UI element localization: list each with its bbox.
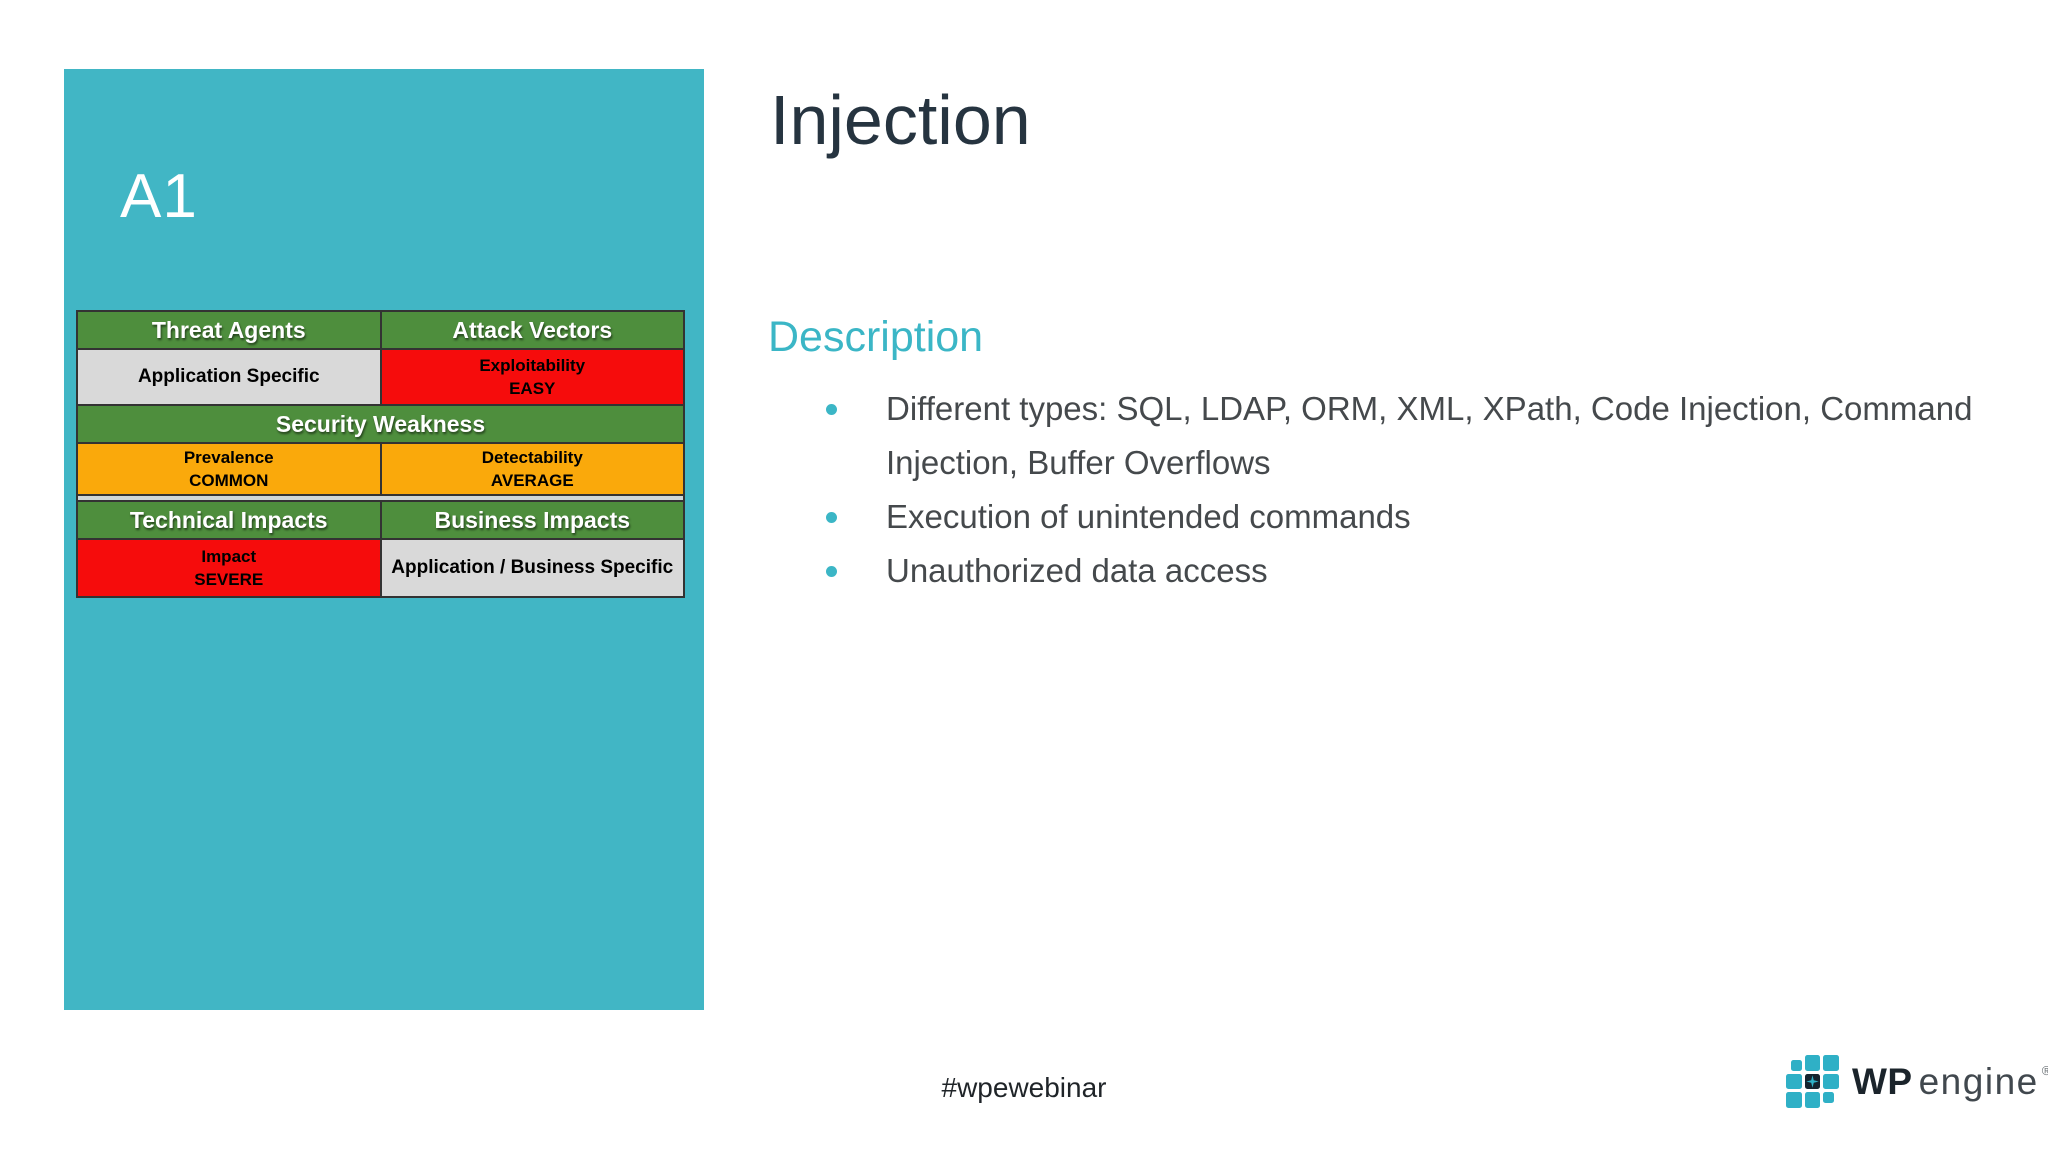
risk-cell-impact: Impact SEVERE [78,540,380,596]
registered-trademark-icon: ® [2041,1063,2048,1078]
bullet-icon [826,566,837,577]
bullet-text: Execution of unintended commands [886,498,1411,535]
bullet-text: Unauthorized data access [886,552,1268,589]
grid-tile [1823,1073,1839,1090]
detectability-value: AVERAGE [490,471,574,490]
left-accent-panel: A1 Threat Agents Attack Vectors Applicat… [64,69,704,1010]
risk-cell-exploitability: Exploitability EASY [381,350,683,404]
list-item: Unauthorized data access [826,544,1996,598]
owasp-risk-matrix: Threat Agents Attack Vectors Application… [76,310,685,598]
impact-label: Impact [201,547,257,566]
risk-cell-detectability: Detectability AVERAGE [381,444,683,494]
wpengine-wordmark: WP engine ® [1852,1063,2048,1100]
risk-span-header-row: Security Weakness [78,406,683,442]
logo-wp-text: WP [1852,1061,1913,1102]
prevalence-label: Prevalence [183,448,274,467]
grid-tile [1823,1055,1839,1071]
cursor-star-icon [1806,1075,1819,1088]
owasp-rank-badge: A1 [120,162,198,231]
wpengine-logo: WP engine ® [1786,1055,2048,1108]
webinar-hashtag: #wpewebinar [941,1072,1107,1103]
risk-table-section-divider [78,496,683,500]
risk-row-impact-business: Impact SEVERE Application / Business Spe… [78,540,683,596]
risk-row-prevalence-detectability: Prevalence COMMON Detectability AVERAGE [78,444,683,494]
wpengine-grid-icon [1786,1055,1839,1108]
exploitability-label: Exploitability [479,356,586,375]
risk-col-header-attack-vectors: Attack Vectors [381,312,683,348]
list-item: Execution of unintended commands [826,490,1996,544]
risk-col-header-threat-agents: Threat Agents [78,312,380,348]
page-title: Injection [770,81,1031,159]
risk-row-agents-exploitability: Application Specific Exploitability EASY [78,350,683,404]
prevalence-value: COMMON [189,471,269,490]
detectability-label: Detectability [481,448,583,467]
grid-center-tile [1804,1073,1821,1090]
risk-cell-threat-agents: Application Specific [78,350,380,404]
risk-span-header-security-weakness: Security Weakness [78,406,683,442]
grid-tile [1786,1073,1802,1090]
description-bullet-list: Different types: SQL, LDAP, ORM, XML, XP… [826,382,1996,598]
grid-tile [1791,1060,1802,1071]
logo-engine-text: engine [1918,1061,2039,1102]
grid-tile [1823,1092,1834,1103]
bullet-text: Different types: SQL, LDAP, ORM, XML, XP… [886,390,1973,481]
risk-impacts-header-row: Technical Impacts Business Impacts [78,502,683,538]
risk-header-row: Threat Agents Attack Vectors [78,312,683,348]
grid-tile [1804,1092,1821,1108]
bullet-icon [826,512,837,523]
grid-tile [1804,1055,1821,1071]
risk-col-header-technical-impacts: Technical Impacts [78,502,380,538]
risk-cell-business-specific: Application / Business Specific [381,540,683,596]
exploitability-value: EASY [509,379,556,398]
description-heading: Description [768,313,984,361]
risk-col-header-business-impacts: Business Impacts [381,502,683,538]
list-item: Different types: SQL, LDAP, ORM, XML, XP… [826,382,1996,490]
bullet-icon [826,404,837,415]
grid-tile [1786,1092,1802,1108]
risk-cell-prevalence: Prevalence COMMON [78,444,380,494]
impact-value: SEVERE [194,570,264,589]
